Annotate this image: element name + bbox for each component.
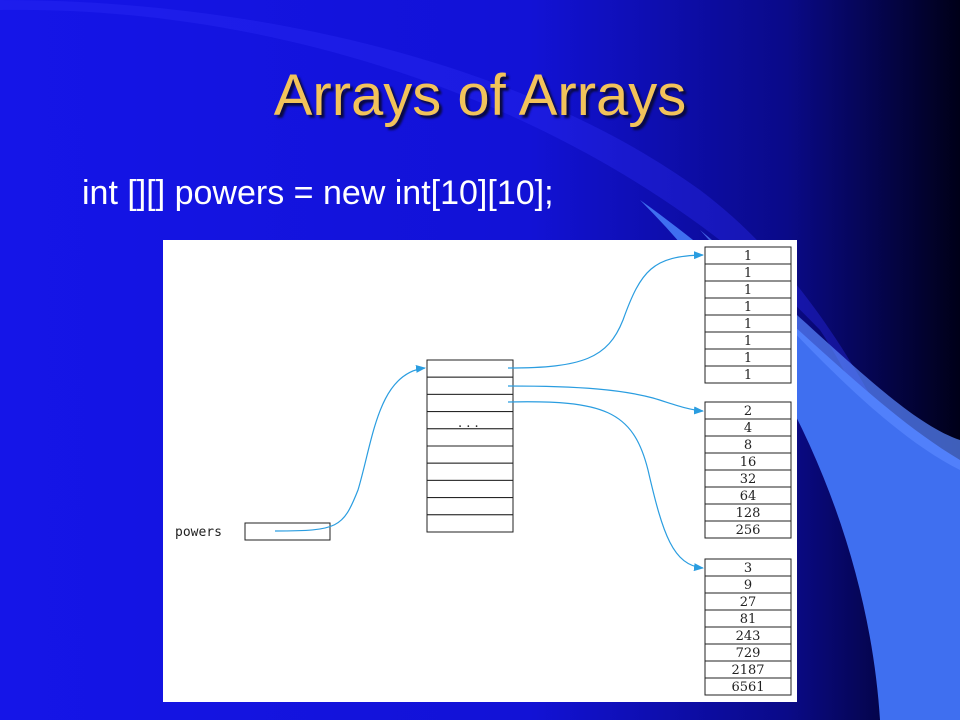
inner-array-cell — [704, 677, 792, 696]
inner-array-value: 2 — [744, 404, 752, 419]
inner-array-value: 1 — [744, 300, 752, 315]
powers-to-outer-arrow — [274, 364, 426, 532]
slide-title: Arrays of Arrays — [273, 63, 687, 128]
inner-array-0: 1 1 1 1 1 1 1 1 — [704, 246, 792, 384]
outer-ellipsis: . . . — [458, 416, 479, 431]
inner-array-value: 729 — [736, 646, 761, 661]
outer-array-cell — [426, 462, 514, 481]
inner-array-value: 2187 — [731, 663, 764, 678]
outer-array-cell — [426, 376, 514, 395]
array-diagram-svg: powers . . . 1 1 1 1 1 1 1 1 2 4 8 16 32 64 128 256 3 9… — [175, 246, 792, 696]
inner-array-value: 27 — [740, 595, 757, 610]
inner-array-value: 128 — [736, 506, 761, 521]
inner-array-value: 6561 — [731, 680, 764, 695]
row1-arrow — [507, 385, 704, 415]
inner-array-value: 1 — [744, 317, 752, 332]
code-line: int [][] powers = new int[10][10]; — [82, 174, 554, 212]
row0-arrow — [507, 251, 704, 369]
inner-array-cell — [704, 520, 792, 539]
inner-array-value: 81 — [740, 612, 757, 627]
inner-array-value: 1 — [744, 368, 752, 383]
inner-array-value: 1 — [744, 266, 752, 281]
outer-array-cell — [426, 497, 514, 516]
inner-array-value: 256 — [736, 523, 761, 538]
outer-array-cell — [426, 393, 514, 413]
inner-array-value: 1 — [744, 283, 752, 298]
inner-array-value: 1 — [744, 334, 752, 349]
inner-array-value: 1 — [744, 351, 752, 366]
outer-array-cell — [426, 428, 514, 447]
inner-array-value: 3 — [744, 561, 752, 576]
array-diagram: powers . . . 1 1 1 1 1 1 1 1 2 4 8 16 32 64 128 256 3 9… — [163, 240, 797, 702]
outer-array-cell — [426, 445, 514, 464]
inner-array-value: 4 — [744, 421, 752, 436]
inner-array-value: 32 — [740, 472, 757, 487]
inner-array-value: 1 — [744, 249, 752, 264]
outer-array-cell — [426, 359, 514, 378]
inner-array-value: 16 — [740, 455, 757, 470]
variable-label: powers — [175, 525, 222, 540]
inner-array-value: 64 — [740, 489, 757, 504]
variable-box — [244, 522, 331, 541]
inner-array-cell — [704, 365, 792, 384]
inner-array-value: 8 — [744, 438, 752, 453]
inner-array-value: 243 — [736, 629, 761, 644]
row2-arrow — [507, 401, 704, 572]
outer-array — [426, 359, 514, 533]
outer-array-cell — [426, 514, 514, 533]
inner-array-2: 3 9 27 81 243 729 2187 6561 — [704, 558, 792, 696]
inner-array-value: 9 — [744, 578, 752, 593]
outer-array-cell — [426, 479, 514, 499]
inner-array-1: 2 4 8 16 32 64 128 256 — [704, 401, 792, 539]
